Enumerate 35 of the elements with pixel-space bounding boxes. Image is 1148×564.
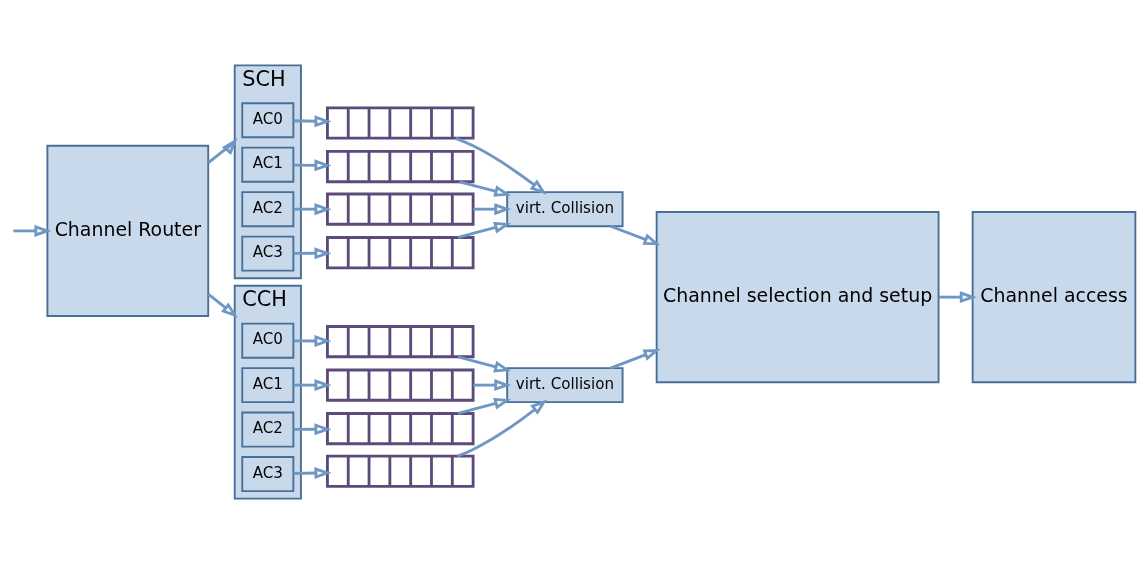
arrow <box>938 291 977 304</box>
node-box: AC3 <box>241 456 295 493</box>
node-box: AC0 <box>241 102 295 139</box>
arrow <box>293 423 332 436</box>
node-box: AC1 <box>241 146 295 183</box>
arrow <box>473 203 512 216</box>
arrow <box>207 138 238 164</box>
arrow <box>13 224 52 237</box>
arrow <box>457 221 512 239</box>
arrow <box>293 203 332 216</box>
node-box: Channel Router <box>46 144 210 317</box>
node-box: AC2 <box>241 411 295 448</box>
node-box: Channel selection and setup <box>655 211 940 384</box>
arrow <box>457 397 512 415</box>
arrow <box>293 247 332 260</box>
node-box: AC3 <box>241 235 295 272</box>
arrow <box>207 293 239 318</box>
arrow <box>610 224 661 246</box>
node-box: virt. Collision <box>506 191 624 228</box>
arrow <box>610 349 661 370</box>
arrow <box>293 467 332 480</box>
node-box: AC2 <box>241 191 295 228</box>
arrow <box>459 180 512 197</box>
arrow <box>293 379 332 392</box>
arrow <box>457 399 548 458</box>
node-box: Channel access <box>971 211 1137 384</box>
node-box: virt. Collision <box>506 367 624 404</box>
arrow <box>293 335 332 347</box>
arrow <box>457 355 512 373</box>
node-box: AC0 <box>241 322 295 359</box>
arrow <box>455 137 547 195</box>
arrow <box>473 379 512 392</box>
arrow <box>293 115 332 128</box>
arrow <box>293 159 332 172</box>
node-box: AC1 <box>241 367 295 404</box>
